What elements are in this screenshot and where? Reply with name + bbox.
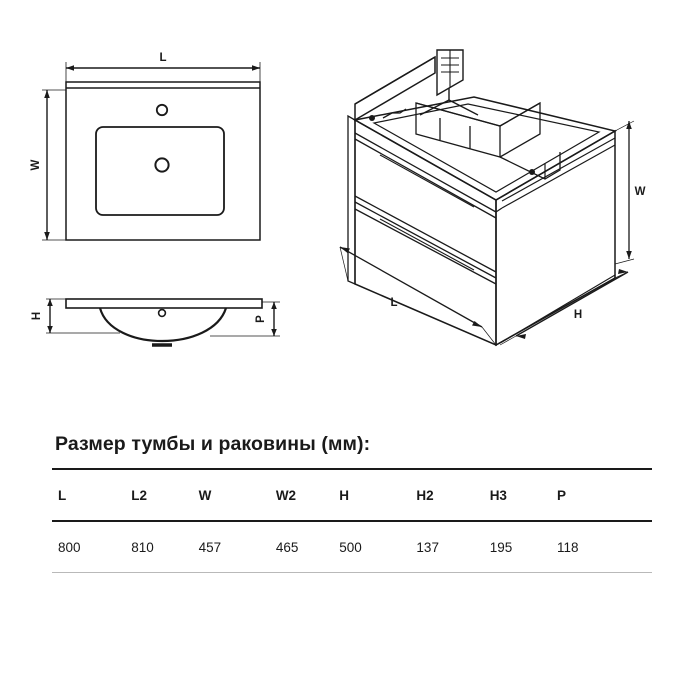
table-header-H2: H2	[416, 468, 490, 522]
sink-basin-outline	[95, 126, 225, 216]
overflow-hole-icon	[157, 308, 167, 318]
dimensions-table: L L2 W W2 H H2 H3 P 800 810 457 465 500	[52, 468, 652, 573]
dim-label-L-plan: L	[159, 52, 166, 64]
table-cell-L2: 810	[131, 521, 199, 573]
table-header-H: H	[339, 468, 417, 522]
cabinet-screw-hole-icon	[369, 115, 375, 121]
table-header-L: L	[52, 468, 132, 522]
cabinet-dowel-icon	[529, 169, 535, 175]
dim-label-W-plan: W	[30, 159, 42, 170]
table-cell-L: 800	[52, 521, 132, 573]
sink-bowl-curve	[98, 307, 228, 343]
table-header-W: W	[198, 468, 276, 522]
table-cell-P: 118	[557, 521, 652, 573]
drawings-panel: L W	[30, 49, 646, 347]
cabinet-drawer-upper	[354, 132, 497, 279]
dim-label-H-section: H	[31, 312, 43, 320]
dimension-line-L-cabinet	[339, 246, 497, 346]
cabinet-left-edge-thickness	[347, 114, 356, 285]
dim-label-L-cabinet: L	[390, 297, 397, 309]
table-cell-H2: 137	[416, 521, 490, 573]
table-header-row: L L2 W W2 H H2 H3 P	[52, 468, 652, 522]
table-header-H3: H3	[489, 468, 558, 522]
cabinet-top-rim-inner	[372, 103, 601, 193]
cabinet-isometric-view: L H	[339, 49, 646, 347]
table-cell-H3: 195	[489, 521, 558, 573]
cabinet-drawer-lower	[354, 208, 497, 285]
sink-section-view: H P	[31, 298, 280, 347]
cabinet-back-panel	[354, 55, 436, 122]
drawer-handle-upper-icon	[379, 154, 475, 208]
dimension-line-W-cabinet	[614, 120, 635, 265]
dimensions-table-title: Размер тумбы и раковины (мм):	[55, 433, 371, 455]
cabinet-inner-right-rail	[499, 152, 561, 180]
dim-label-H-cabinet: H	[574, 309, 582, 321]
drain-hole-icon	[154, 157, 170, 173]
table-header-P: P	[557, 468, 652, 522]
table-cell-W: 457	[198, 521, 276, 573]
dim-label-W-cabinet: W	[635, 186, 646, 198]
cabinet-plumbing-notch	[382, 108, 407, 119]
sink-plan-view: L W	[30, 52, 261, 241]
dimension-line-L-plan	[65, 62, 261, 88]
dimension-line-P-section	[210, 301, 280, 337]
wall-mounting-bracket-icon	[436, 49, 464, 97]
drawer-handle-lower-icon	[379, 218, 475, 271]
dimensions-table-panel: Размер тумбы и раковины (мм): L L2 W W2 …	[0, 410, 690, 690]
cabinet-bottom-thickness	[495, 273, 616, 346]
dimension-line-H-cabinet	[499, 269, 629, 346]
table-row: 800 810 457 465 500 137 195 118	[52, 521, 652, 573]
dim-label-P-section: P	[255, 315, 267, 323]
cabinet-front-face	[354, 118, 497, 347]
table-header-L2: L2	[131, 468, 199, 522]
dimension-line-W-plan	[42, 89, 66, 241]
technical-drawing-svg: L W	[30, 49, 646, 347]
table-header-W2: W2	[275, 468, 340, 522]
table-cell-H: 500	[339, 521, 417, 573]
sink-slab-section	[65, 298, 263, 309]
dimension-line-H-section	[46, 298, 120, 334]
tap-hole-icon	[155, 103, 169, 117]
table-cell-W2: 465	[275, 521, 340, 573]
sink-counter-outline	[65, 81, 261, 241]
